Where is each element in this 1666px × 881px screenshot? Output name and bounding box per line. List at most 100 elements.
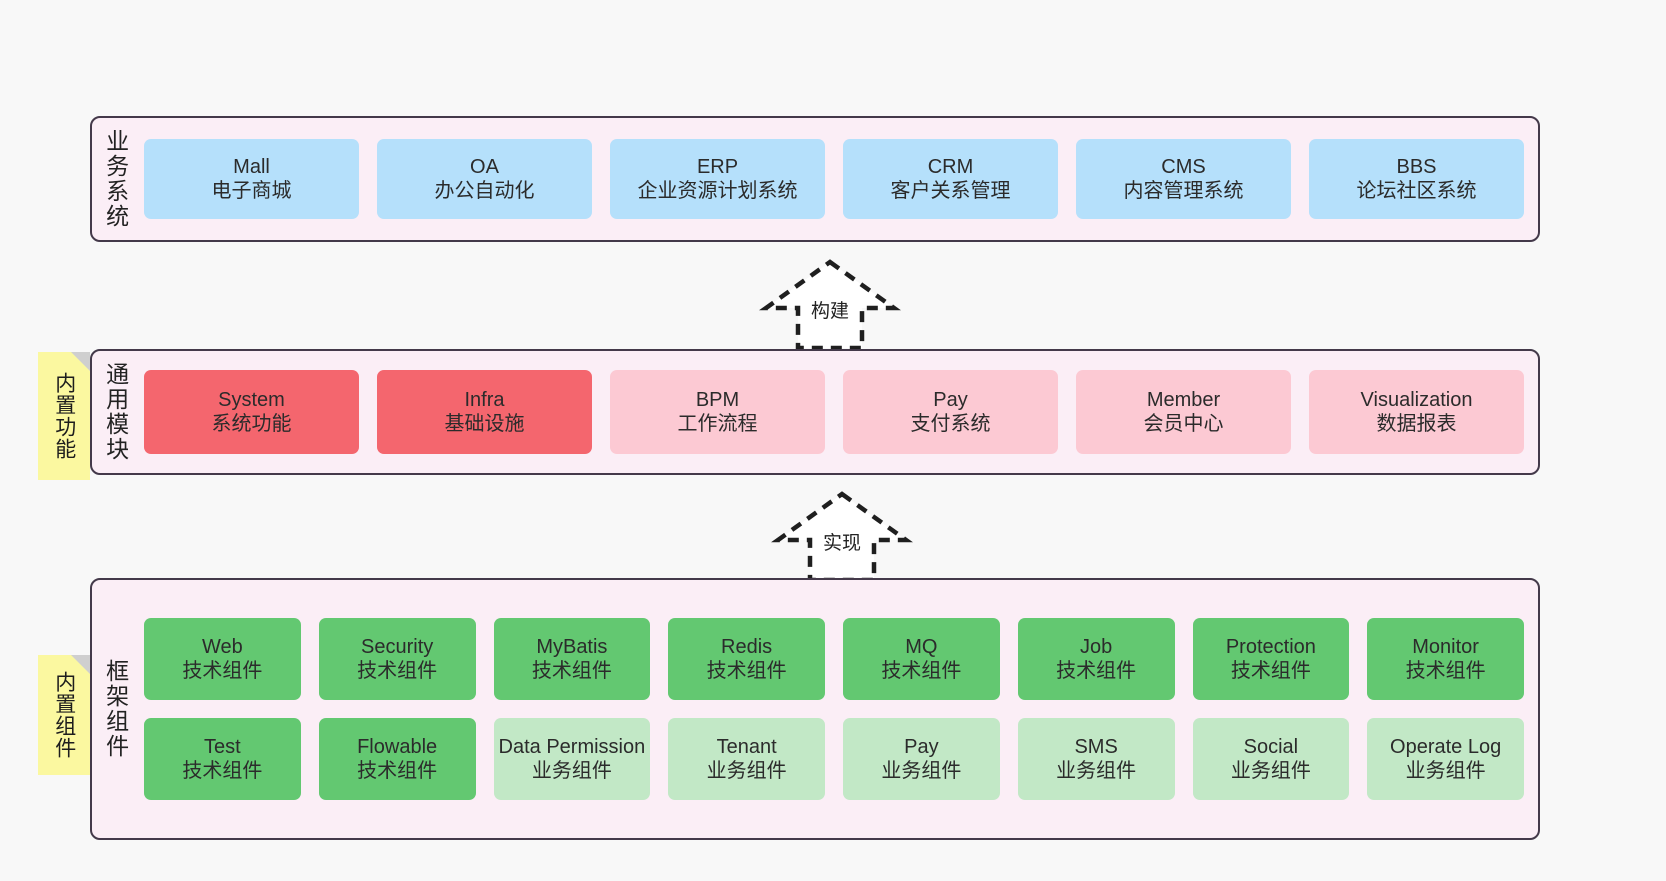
cell-subtitle: 基础设施 [444,413,525,435]
cell-subtitle: 技术组件 [531,660,612,682]
cell-subtitle: 技术组件 [1405,660,1486,682]
cell-title: BBS [1396,155,1437,178]
cell-title: Security [361,635,434,658]
arrow-build: 构建 [759,258,901,352]
arrow-implement: 实现 [771,490,913,584]
cell-subtitle: 技术组件 [357,760,438,782]
cell-title: Member [1146,388,1221,411]
sticky-note-builtin-components-label: 内置组件 [52,671,76,759]
cell-title: Flowable [357,735,438,758]
cell-subtitle: 技术组件 [357,660,438,682]
cell-title: Monitor [1412,635,1479,658]
cell-subtitle: 技术组件 [1056,660,1137,682]
cell-subtitle: 客户关系管理 [890,180,1011,202]
cell-subtitle: 数据报表 [1376,413,1457,435]
cell-subtitle: 系统功能 [211,413,292,435]
cell-title: Data Permission [498,735,646,758]
arrow-build-label: 构建 [810,301,849,322]
cell-title: Operate Log [1390,735,1502,758]
cell-subtitle: 业务组件 [706,760,787,782]
cell-title: Infra [464,388,505,411]
cell-subtitle: 技术组件 [182,660,263,682]
cell-subtitle: 业务组件 [1056,760,1137,782]
cell-title: Redis [721,635,773,658]
cell-subtitle: 内容管理系统 [1123,180,1244,202]
cell-subtitle: 业务组件 [1405,760,1486,782]
sticky-note-builtin-features-label: 内置功能 [52,372,76,460]
note-fold-icon [71,352,90,371]
sticky-note-builtin-features: 内置功能 [38,352,90,480]
arrow-build-shape [759,259,901,351]
cell-title: CMS [1161,155,1206,178]
cell-title: Protection [1225,635,1316,658]
layer-modules-title: 通用模块 [102,362,129,462]
cell-title: OA [470,155,499,178]
cell-title: Tenant [716,735,777,758]
cell-subtitle: 技术组件 [182,760,263,782]
cell-subtitle: 会员中心 [1143,413,1224,435]
cell-subtitle: 企业资源计划系统 [637,180,798,202]
cell-subtitle: 工作流程 [677,413,758,435]
cell-title: BPM [695,388,740,411]
cell-title: Social [1243,735,1299,758]
cell-subtitle: 技术组件 [881,660,962,682]
layer-framework-title: 框架组件 [102,659,129,759]
cell-title: MQ [905,635,938,658]
cell-title: Visualization [1360,388,1473,411]
cell-title: System [218,388,285,411]
cell-subtitle: 技术组件 [1230,660,1311,682]
cell-subtitle: 电子商城 [211,180,292,202]
cell-subtitle: 技术组件 [706,660,787,682]
cell-subtitle: 业务组件 [531,760,612,782]
cell-title: MyBatis [536,635,608,658]
cell-title: Pay [904,735,939,758]
cell-title: Pay [933,388,968,411]
sticky-note-builtin-components: 内置组件 [38,655,90,775]
cell-title: Web [201,635,243,658]
cell-subtitle: 业务组件 [1230,760,1311,782]
cell-title: ERP [696,155,739,178]
cell-title: Mall [233,155,270,178]
cell-subtitle: 业务组件 [881,760,962,782]
note-fold-icon [71,655,90,674]
arrow-implement-shape [771,491,913,583]
cell-title: SMS [1074,735,1118,758]
